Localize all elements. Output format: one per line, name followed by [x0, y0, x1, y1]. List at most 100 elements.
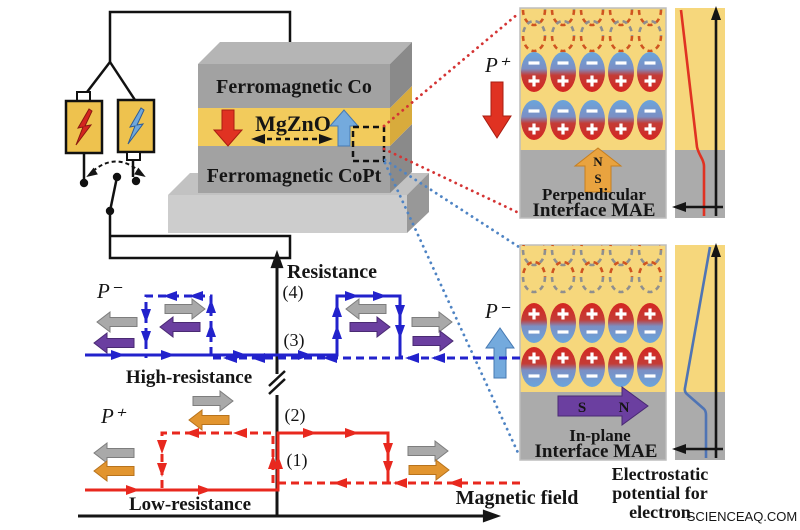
- switch-contact-right: [131, 176, 141, 186]
- magnet-up-arrow: [573, 147, 623, 193]
- inplane-label: In-plane: [569, 426, 631, 445]
- copt-side-face: [390, 124, 412, 193]
- switch-contact-left: [79, 178, 89, 188]
- curve-arrowhead: [189, 291, 203, 301]
- co-layer-label: Ferromagnetic Co: [216, 76, 372, 98]
- magnetization-arrow: [345, 298, 387, 320]
- co-layer: [198, 64, 390, 108]
- polarization-dipole: [579, 303, 605, 343]
- circuit: [64, 10, 292, 260]
- inplane-panel-border: [519, 244, 667, 461]
- minus-charge-sign: [615, 109, 627, 113]
- screening-charge-dashed-ellipse: [579, 19, 605, 53]
- magnetization-arrow: [164, 298, 206, 320]
- minus-charge-sign: [615, 330, 627, 334]
- potential-plot-bottom: [675, 245, 725, 460]
- axis-break-icon: [268, 370, 286, 395]
- copt-layer-label: Ferromagnetic CoPt: [207, 165, 382, 187]
- p-minus-label: P⁻: [484, 299, 511, 323]
- curve-arrowhead: [163, 291, 177, 301]
- minus-charge-sign: [586, 61, 598, 65]
- screening-charge-dashed-ellipse: [550, 19, 576, 53]
- interface-zoom-box: [351, 125, 386, 163]
- x-axis-label: Magnetic field: [456, 487, 579, 509]
- p-minus-up-arrow: [485, 327, 515, 379]
- curve-arrowhead: [345, 428, 359, 438]
- curve-arrowhead: [383, 443, 393, 457]
- p-plus-down-arrow: [482, 81, 512, 139]
- minus-charge-sign: [557, 374, 569, 378]
- circuit-top-wire: [108, 10, 292, 62]
- curve-arrowhead: [332, 303, 342, 317]
- curve-arrowhead: [233, 428, 247, 438]
- potential-plot-top: [675, 8, 725, 218]
- perpendicular-label: Perpendicular: [542, 185, 646, 204]
- circuit-branch-right: [108, 61, 137, 101]
- polarization-dipole: [550, 347, 576, 387]
- curve-arrowhead: [157, 440, 167, 454]
- battery-terminal-tab: [76, 91, 91, 102]
- polarization-dipole: [579, 52, 605, 92]
- curve-arrowhead: [345, 291, 359, 301]
- polarization-dipole: [550, 303, 576, 343]
- screening-charge-dashed-ellipse: [550, 245, 576, 267]
- p-plus-plot-label: P⁺: [100, 404, 127, 428]
- curve-arrowhead: [395, 325, 405, 339]
- screening-charge-dashed-ellipse: [637, 8, 663, 27]
- caption-line-1: Electrostatic: [612, 464, 709, 484]
- polarization-down-arrow: [212, 109, 244, 147]
- blue-dashed-sweep-down: [144, 294, 520, 360]
- polarization-dipole: [637, 52, 663, 92]
- magnet-s-label: S: [594, 171, 601, 186]
- magnetization-arrow: [349, 316, 391, 338]
- potential-caption: Electrostatic potential for electron: [612, 464, 709, 522]
- screening-charge-dashed-ellipse: [550, 260, 576, 294]
- blue-dotted-connector-top: [383, 158, 521, 249]
- magnet-n-label-inplane: N: [619, 400, 630, 416]
- potential-bottom-oxide: [675, 245, 725, 392]
- zoom-connectors: [382, 11, 521, 457]
- hysteresis-plot: Resistance Magnetic field (4) (3) (2) (1…: [78, 261, 579, 518]
- mgzno-layer-label: MgZnO: [255, 111, 331, 136]
- polarization-dipole: [521, 100, 547, 140]
- co-top-face: [198, 42, 412, 64]
- level-3-label: (3): [284, 330, 305, 351]
- minus-charge-sign: [644, 61, 656, 65]
- magnetization-arrow: [188, 409, 230, 431]
- curve-arrowhead: [141, 309, 151, 323]
- screening-charge-dashed-ellipse: [637, 260, 663, 294]
- magnetization-arrow: [93, 460, 135, 482]
- y-axis-label: Resistance: [287, 261, 377, 283]
- screening-charge-dashed-ellipse: [579, 260, 605, 294]
- potential-curve-red: [679, 9, 706, 216]
- minus-charge-sign: [586, 374, 598, 378]
- screening-charge-dashed-ellipse: [608, 8, 634, 27]
- curve-arrowhead: [383, 461, 393, 475]
- minus-charge-sign: [557, 109, 569, 113]
- screening-charge-dashed-ellipse: [521, 8, 547, 27]
- substrate-front-face: [168, 195, 407, 233]
- polarization-dipole: [579, 100, 605, 140]
- high-resistance-label: High-resistance: [126, 367, 252, 388]
- polarization-dipole: [579, 347, 605, 387]
- curve-arrowhead: [206, 299, 216, 313]
- red-dotted-connector-top: [382, 11, 521, 128]
- low-resistance-label: Low-resistance: [129, 494, 251, 515]
- curve-arrowhead: [395, 305, 405, 319]
- minus-charge-sign: [586, 330, 598, 334]
- screening-charge-dashed-ellipse: [550, 8, 576, 27]
- minus-charge-sign: [644, 109, 656, 113]
- circuit-bottom-wire: [108, 211, 292, 260]
- magnetization-arrow: [93, 442, 135, 464]
- curve-arrowhead: [332, 325, 342, 339]
- polarization-dipole: [521, 347, 547, 387]
- substrate-side-face: [407, 173, 429, 233]
- minus-charge-sign: [615, 374, 627, 378]
- red-dotted-connector-bottom: [382, 147, 521, 215]
- polarization-dipole: [637, 100, 663, 140]
- screening-charge-dashed-ellipse: [579, 8, 605, 27]
- curve-arrowhead: [373, 291, 387, 301]
- screening-charge-dashed-ellipse: [608, 260, 634, 294]
- inplane-panel: P⁻ S N In-plane Interface MAE: [484, 244, 667, 462]
- level-1-label: (1): [287, 450, 308, 471]
